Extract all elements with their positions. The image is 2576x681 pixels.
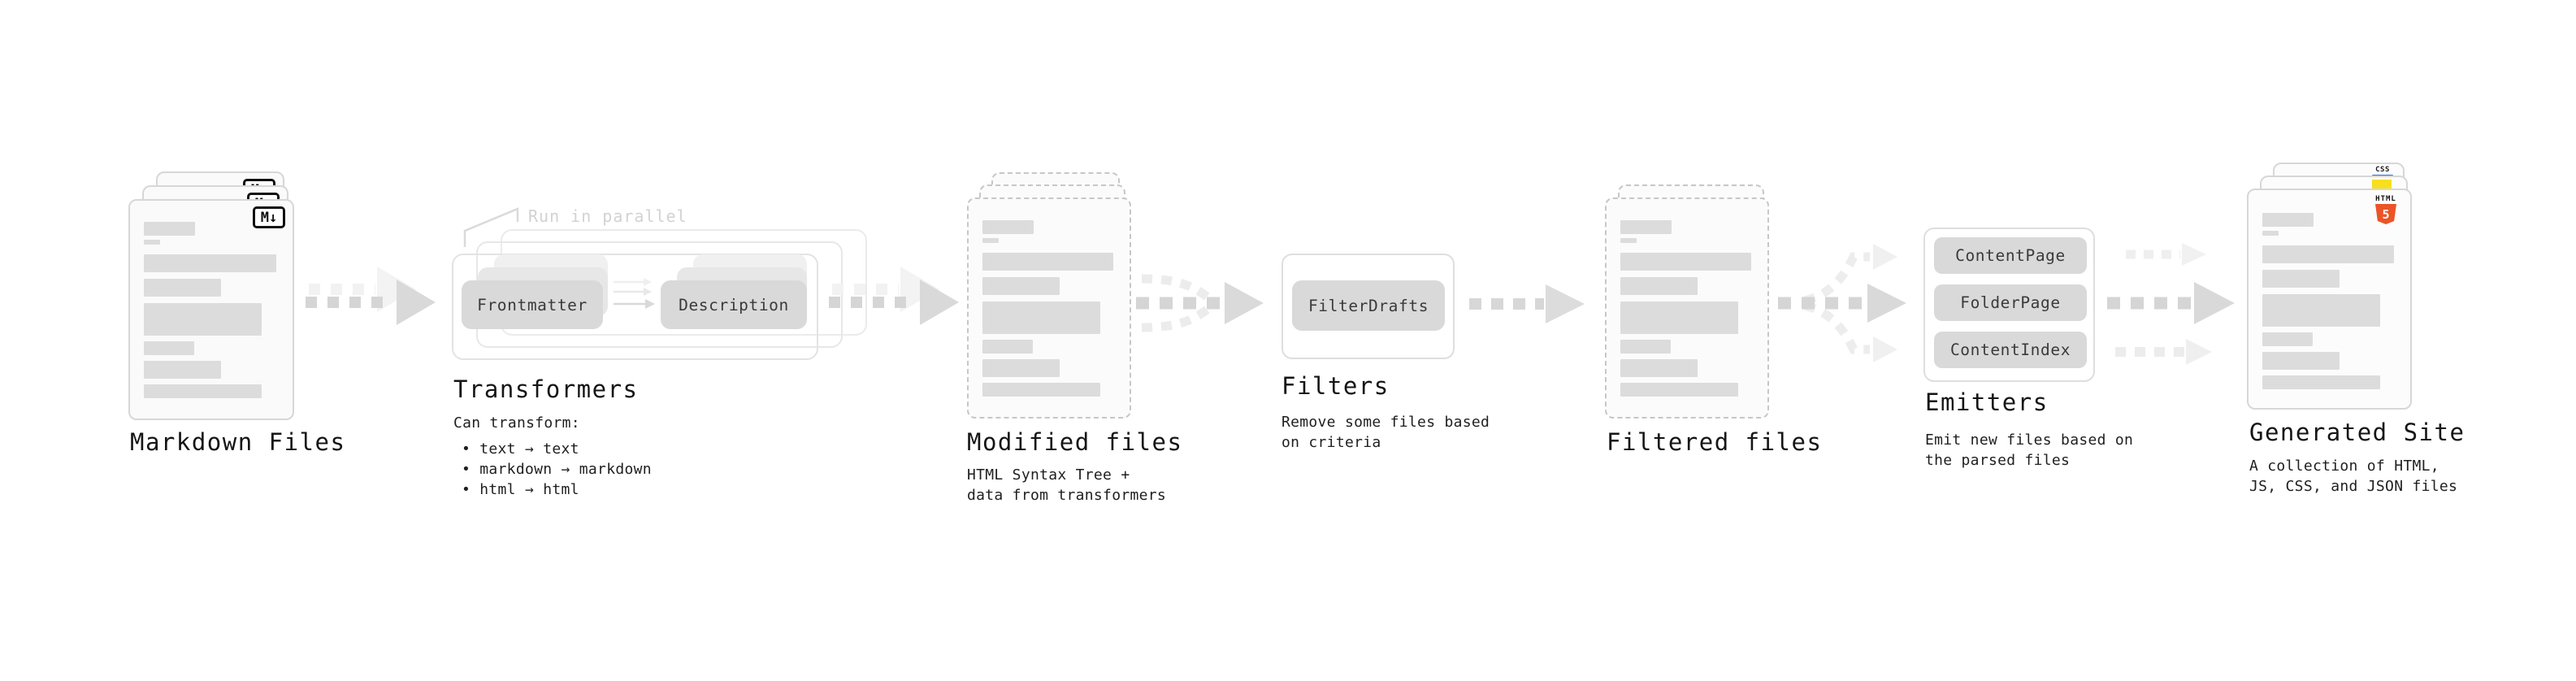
skeleton-bar: [2262, 231, 2279, 236]
skeleton-bar: [982, 277, 1060, 295]
skeleton-bar: [2262, 375, 2380, 389]
skeleton-bar: [144, 279, 221, 297]
skeleton-bar: [144, 240, 160, 245]
skeleton-bar: [144, 384, 262, 398]
skeleton-bar: [982, 340, 1033, 354]
run-in-parallel-note: Run in parallel: [528, 206, 687, 226]
filters-title: Filters: [1281, 372, 1390, 400]
skeleton-bar: [1620, 238, 1637, 243]
flow-arrow-icon: [306, 267, 436, 325]
modified-files-desc: HTML Syntax Tree +: [967, 466, 1130, 484]
skeleton-bar: [2262, 213, 2314, 227]
html5-icon-shield: 5: [2375, 204, 2396, 224]
emitters-desc: the parsed files: [1925, 452, 2071, 469]
skeleton-text: [2262, 213, 2394, 389]
content-index-emitter[interactable]: ContentIndex: [1934, 332, 2087, 368]
transformer-box-front: [452, 254, 818, 360]
skeleton-bar: [1620, 359, 1698, 377]
filters-desc: on criteria: [1281, 434, 1381, 451]
skeleton-bar: [982, 220, 1034, 234]
skeleton-bar: [1620, 220, 1672, 234]
skeleton-bar: [2262, 294, 2380, 327]
skeleton-bar: [1620, 277, 1698, 295]
skeleton-bar: [144, 222, 195, 236]
markdown-icon: M↓: [253, 206, 285, 228]
transformers-title: Transformers: [453, 375, 639, 403]
skeleton-bar: [982, 238, 999, 243]
filtered-files-title: Filtered files: [1607, 428, 1823, 456]
markdown-files-title: Markdown Files: [130, 428, 346, 456]
skeleton-bar: [144, 341, 194, 355]
triple-arrow-icon: [2107, 243, 2235, 365]
skeleton-bar: [144, 254, 276, 272]
frontmatter-transformer[interactable]: Frontmatter: [462, 280, 603, 329]
emitters-desc: Emit new files based on: [1925, 432, 2134, 449]
filters-desc: Remove some files based: [1281, 414, 1490, 431]
skeleton-bar: [144, 303, 262, 336]
content-page-emitter[interactable]: ContentPage: [1934, 237, 2087, 274]
skeleton-text: [144, 222, 276, 398]
skeleton-bar: [1620, 253, 1751, 271]
skeleton-bar: [2262, 332, 2313, 346]
parallel-arrows-icon: [614, 278, 655, 309]
html5-icon-label: HTML: [2375, 195, 2396, 203]
modified-files-title: Modified files: [967, 428, 1183, 456]
skeleton-bar: [2262, 352, 2340, 370]
skeleton-bar: [982, 383, 1100, 397]
generated-site-desc: A collection of HTML,: [2249, 458, 2439, 475]
callout-line-icon: [463, 207, 519, 247]
transformers-desc-heading: Can transform:: [453, 414, 580, 432]
skeleton-bar: [982, 253, 1113, 271]
skeleton-text: [1620, 220, 1751, 397]
skeleton-bar: [1620, 383, 1738, 397]
merge-arrow-icon: [1136, 274, 1264, 332]
generated-file-card-front: HTML 5: [2247, 189, 2412, 410]
split-arrow-icon: [1778, 244, 1906, 362]
skeleton-bar: [982, 359, 1060, 377]
skeleton-bar: [1620, 301, 1738, 334]
emitters-title: Emitters: [1925, 388, 2049, 416]
folder-page-emitter[interactable]: FolderPage: [1934, 284, 2087, 321]
markdown-file-card-front: M↓: [128, 199, 294, 420]
flow-arrow-icon: [1469, 284, 1585, 323]
transformers-bullet: • markdown → markdown: [462, 461, 652, 478]
flow-arrow-icon: [829, 267, 959, 325]
transformers-bullet: • text → text: [462, 440, 579, 458]
generated-site-title: Generated Site: [2249, 419, 2465, 446]
description-transformer[interactable]: Description: [661, 280, 807, 329]
modified-file-card-front: [967, 197, 1131, 419]
filter-drafts[interactable]: FilterDrafts: [1292, 280, 1445, 331]
modified-files-desc: data from transformers: [967, 487, 1167, 504]
html5-icon: HTML 5: [2373, 195, 2399, 224]
skeleton-bar: [2262, 245, 2394, 263]
transformers-bullet: • html → html: [462, 481, 579, 498]
filtered-file-card-front: [1605, 197, 1769, 419]
css-icon-label: CSS: [2375, 166, 2390, 174]
skeleton-bar: [1620, 340, 1671, 354]
skeleton-bar: [144, 361, 221, 379]
skeleton-text: [982, 220, 1113, 397]
generated-site-desc: JS, CSS, and JSON files: [2249, 478, 2458, 495]
skeleton-bar: [2262, 270, 2340, 288]
skeleton-bar: [982, 301, 1100, 334]
